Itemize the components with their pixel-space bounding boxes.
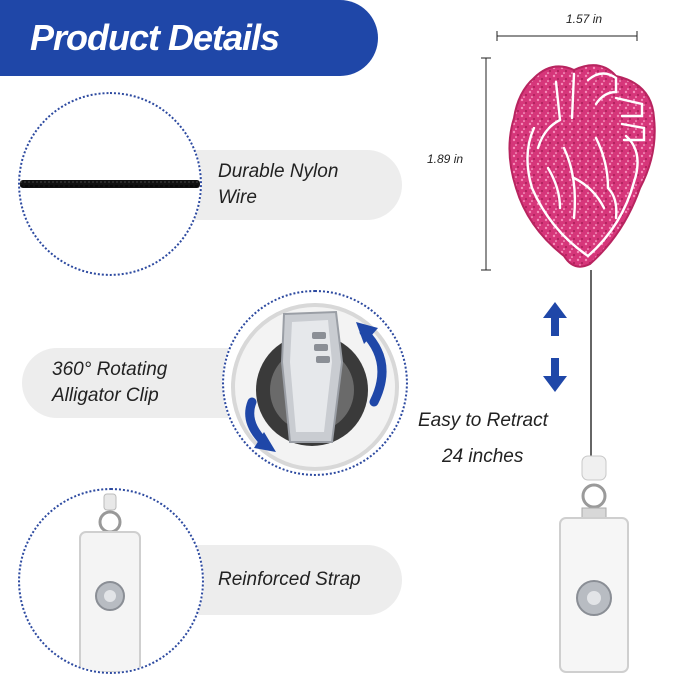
rotating-clip-image (231, 303, 399, 471)
page-title: Product Details (30, 17, 280, 58)
retract-cord (590, 270, 592, 460)
rotating-clip-circle (222, 290, 408, 476)
strap-image (79, 493, 141, 672)
retract-label-line1: Easy to Retract (418, 410, 548, 431)
strap-circle (18, 488, 204, 674)
width-dimension-line (496, 31, 638, 41)
feature-strap-line1: Reinforced Strap (218, 569, 361, 590)
retract-label-line2: 24 inches (442, 446, 524, 467)
width-label: 1.57 in (566, 12, 603, 26)
feature-nylon-line2: Wire (218, 187, 257, 208)
feature-nylon-line1: Durable Nylon (218, 161, 339, 182)
nylon-wire-circle (18, 92, 202, 276)
height-dimension-line (481, 57, 491, 271)
rotate-arrow-icon (359, 327, 387, 407)
feature-clip-line2: Alligator Clip (52, 385, 159, 406)
height-label: 1.89 in (427, 152, 464, 166)
product-details-banner: Product Details (0, 0, 378, 76)
nylon-wire-image (20, 180, 200, 188)
anatomical-heart-icon (508, 64, 656, 268)
feature-clip-line1: 360° Rotating (52, 359, 168, 380)
up-down-arrow-icon (543, 302, 567, 392)
badge-strap-image (559, 455, 629, 673)
